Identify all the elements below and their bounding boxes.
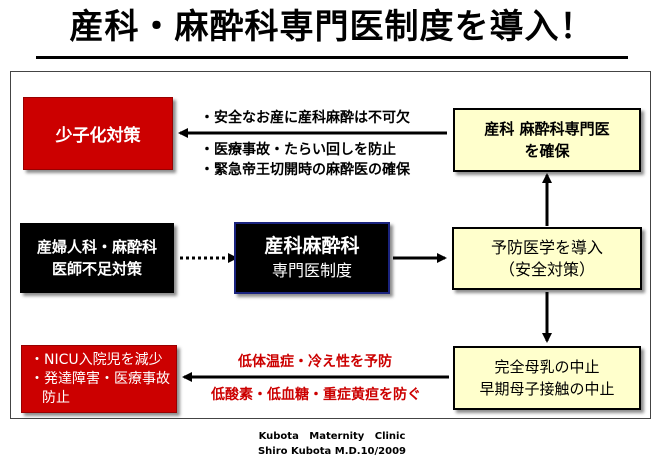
bullet-item: ・安全なお産に産科麻酔は不可欠: [200, 110, 410, 126]
page-title: 産科・麻酔科専門医制度を導入！: [69, 7, 595, 47]
box-shoshika-taisaku: 少子化対策: [23, 97, 173, 170]
footer-clinic: Kubota Maternity Clinic: [258, 431, 406, 442]
box-senmoni-seido: 産科麻酔科 専門医制度: [234, 222, 390, 294]
box-kakuho-line1: 産科 麻酔科専門医: [484, 120, 610, 138]
diagram-frame: [10, 71, 651, 419]
box-bonyu-chushi: 完全母乳の中止 早期母子接触の中止: [453, 346, 641, 410]
box-kakuho-line2: を確保: [524, 142, 570, 160]
box-chushi-line1: 完全母乳の中止: [494, 358, 600, 376]
box-ishi-fusoku: 産婦人科・麻酔科 医師不足対策: [20, 223, 174, 293]
box-yobou-igaku: 予防医学を導入 （安全対策）: [452, 227, 642, 290]
title-underline: [36, 56, 628, 59]
box-fusoku-line2: 医師不足対策: [51, 260, 142, 278]
box-fusoku-line1: 産婦人科・麻酔科: [36, 238, 157, 256]
top-bullet-list: ・安全なお産に産科麻酔は不可欠 ・医療事故・たらい回しを防止 ・緊急帝王切開時の…: [200, 108, 410, 180]
box-center-line1: 産科麻酔科: [264, 235, 360, 257]
box-chushi-line2: 早期母子接触の中止: [479, 380, 615, 398]
box-shoshika-label: 少子化対策: [55, 126, 141, 146]
box-yobou-line2: （安全対策）: [498, 259, 595, 279]
label-teisanso: 低酸素・低血糖・重症黄疸を防ぐ: [211, 387, 421, 403]
box-yobou-line1: 予防医学を導入: [490, 237, 603, 257]
bullet-item: ・緊急帝王切開時の麻酔医の確保: [200, 162, 410, 178]
bullet-item: ・医療事故・たらい回しを防止: [200, 142, 396, 158]
footer-author: Shiro Kubota M.D.10/2009: [257, 446, 406, 457]
box-senmoni-kakuho: 産科 麻酔科専門医 を確保: [453, 108, 641, 172]
box-nicu-genshou: ・NICU入院児を減少 ・発達障害・医療事故 防止: [21, 345, 177, 413]
label-teitaion: 低体温症・冷え性を予防: [238, 354, 392, 370]
box-nicu-line3: 防止: [42, 389, 70, 406]
box-nicu-line2: ・発達障害・医療事故: [30, 370, 170, 387]
box-center-line2: 専門医制度: [271, 261, 352, 280]
box-nicu-line1: ・NICU入院児を減少: [30, 351, 163, 368]
